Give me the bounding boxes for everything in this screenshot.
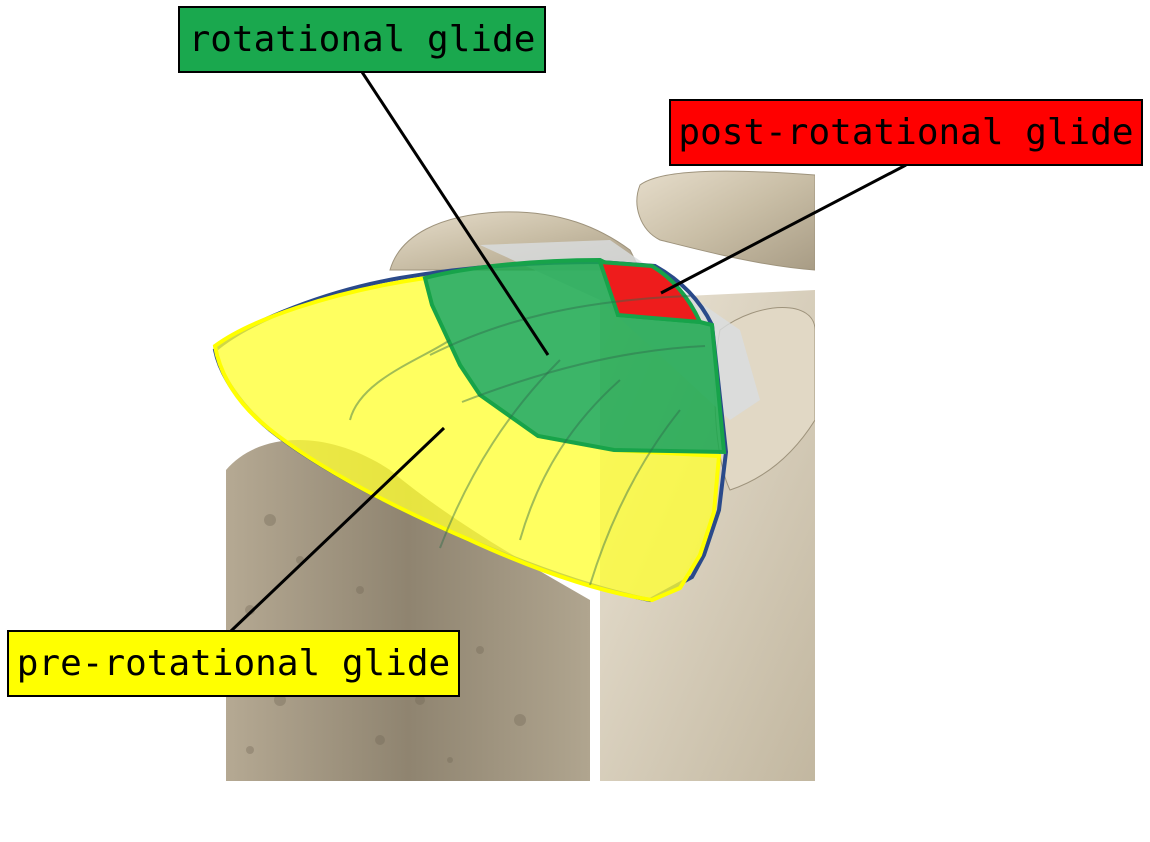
leader-lines (229, 71, 907, 633)
region-rotational (422, 257, 727, 455)
clavicle (636, 170, 815, 271)
surface-gridlines (349, 295, 706, 586)
leader-pre-rotational (229, 426, 446, 633)
leader-rotational (360, 71, 550, 356)
label-pre-rotational-text: pre-rotational glide (16, 642, 451, 684)
region-post-rotational (597, 259, 704, 325)
label-post-rotational-text: post-rotational glide (678, 111, 1134, 153)
region-pre-rotational (212, 275, 722, 603)
label-rotational-glide: rotational glide (178, 6, 546, 73)
leader-post-rotational (660, 163, 907, 295)
label-post-rotational-glide: post-rotational glide (669, 99, 1143, 166)
bone-texture (245, 514, 526, 763)
label-rotational-text: rotational glide (188, 18, 536, 60)
label-pre-rotational-glide: pre-rotational glide (7, 630, 460, 697)
